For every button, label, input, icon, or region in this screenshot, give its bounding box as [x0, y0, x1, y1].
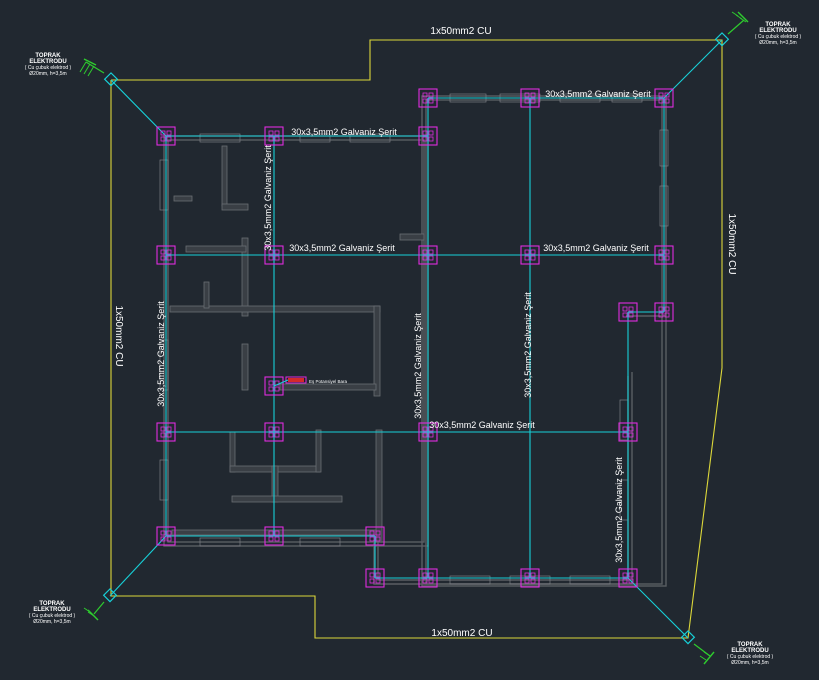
- column-markers: [156, 88, 674, 588]
- column-marker: [418, 245, 438, 265]
- electrode-top-left: TOPRAK ELEKTRODU ( Cu çubuk elektrod ) Ø…: [25, 53, 119, 87]
- strip-label-v-left: 30x3,5mm2 Galvaniz Şerit: [156, 301, 166, 407]
- strip-label-v-col4: 30x3,5mm2 Galvaniz Şerit: [523, 292, 533, 398]
- strip-label-top-left: 30x3,5mm2 Galvaniz Şerit: [291, 127, 397, 137]
- ring-label-bottom: 1x50mm2 CU: [431, 628, 492, 639]
- ring-label-top: 1x50mm2 CU: [430, 26, 491, 37]
- column-marker: [365, 526, 385, 546]
- electrode-title: TOPRAK: [737, 642, 763, 648]
- electrode-detail: Ø20mm, h=3,5m: [759, 40, 796, 46]
- electrode-detail: ( Cu çubuk elektrod ): [727, 654, 774, 660]
- electrode-title: ELEKTRODU: [731, 648, 768, 654]
- column-marker: [418, 422, 438, 442]
- electrode-title: TOPRAK: [765, 22, 791, 28]
- column-marker: [618, 568, 638, 588]
- column-marker: [520, 88, 540, 108]
- column-marker: [365, 568, 385, 588]
- copper-ring-conductor: [110, 39, 723, 639]
- column-marker: [156, 422, 176, 442]
- electrode-bottom-right: TOPRAK ELEKTRODU ( Cu çubuk elektrod ) Ø…: [680, 630, 774, 666]
- ring-label-right: 1x50mm2 CU: [726, 213, 737, 274]
- strip-label-mid-right: 30x3,5mm2 Galvaniz Şerit: [543, 243, 649, 253]
- column-marker: [264, 126, 284, 146]
- column-marker: [156, 526, 176, 546]
- electrode-title: ELEKTRODU: [33, 607, 70, 613]
- electrode-detail: Ø20mm, h=3,5m: [33, 619, 70, 625]
- electrode-detail: ( Cu çubuk elektrod ): [25, 65, 72, 71]
- column-marker: [264, 245, 284, 265]
- strip-label-top-right: 30x3,5mm2 Galvaniz Şerit: [545, 89, 651, 99]
- electrode-title: ELEKTRODU: [29, 59, 66, 65]
- electrode-detail: Ø20mm, h=3,5m: [731, 660, 768, 666]
- strip-label-v-col3: 30x3,5mm2 Galvaniz Şerit: [413, 313, 423, 419]
- column-marker: [520, 568, 540, 588]
- column-marker: [654, 302, 674, 322]
- strip-labels: 30x3,5mm2 Galvaniz Şerit 30x3,5mm2 Galva…: [156, 89, 651, 563]
- electrode-title: TOPRAK: [39, 601, 65, 607]
- strip-label-v-col2: 30x3,5mm2 Galvaniz Şerit: [263, 145, 273, 251]
- column-marker: [264, 526, 284, 546]
- column-marker: [618, 422, 638, 442]
- column-marker: [418, 88, 438, 108]
- strip-label-mid-left: 30x3,5mm2 Galvaniz Şerit: [289, 243, 395, 253]
- electrode-bottom-left: TOPRAK ELEKTRODU ( Cu çubuk elektrod ) Ø…: [29, 588, 118, 625]
- column-marker: [418, 126, 438, 146]
- column-marker: [156, 126, 176, 146]
- column-marker: [618, 302, 638, 322]
- column-marker: [418, 568, 438, 588]
- column-marker: [520, 245, 540, 265]
- busbar-label: Eş Potansiyel Bara: [309, 379, 348, 384]
- column-marker: [654, 245, 674, 265]
- electrode-detail: ( Cu çubuk elektrod ): [755, 34, 802, 40]
- electrode-top-right: TOPRAK ELEKTRODU ( Cu çubuk elektrod ) Ø…: [714, 11, 802, 47]
- equipotential-busbar: Eş Potansiyel Bara: [273, 376, 348, 387]
- ring-label-left: 1x50mm2 CU: [113, 305, 124, 366]
- strip-label-v-right: 30x3,5mm2 Galvaniz Şerit: [614, 457, 624, 563]
- electrode-detail: Ø20mm, h=3,5m: [29, 71, 66, 77]
- strip-label-lower: 30x3,5mm2 Galvaniz Şerit: [429, 420, 535, 430]
- column-marker: [264, 422, 284, 442]
- column-marker: [156, 245, 176, 265]
- galvanized-strip-grid: [109, 39, 723, 639]
- electrode-title: TOPRAK: [35, 53, 61, 59]
- electrode-detail: ( Cu çubuk elektrod ): [29, 613, 76, 619]
- ring-labels: 1x50mm2 CU 1x50mm2 CU 1x50mm2 CU 1x50mm2…: [113, 26, 737, 639]
- column-marker: [654, 88, 674, 108]
- electrode-title: ELEKTRODU: [759, 28, 796, 34]
